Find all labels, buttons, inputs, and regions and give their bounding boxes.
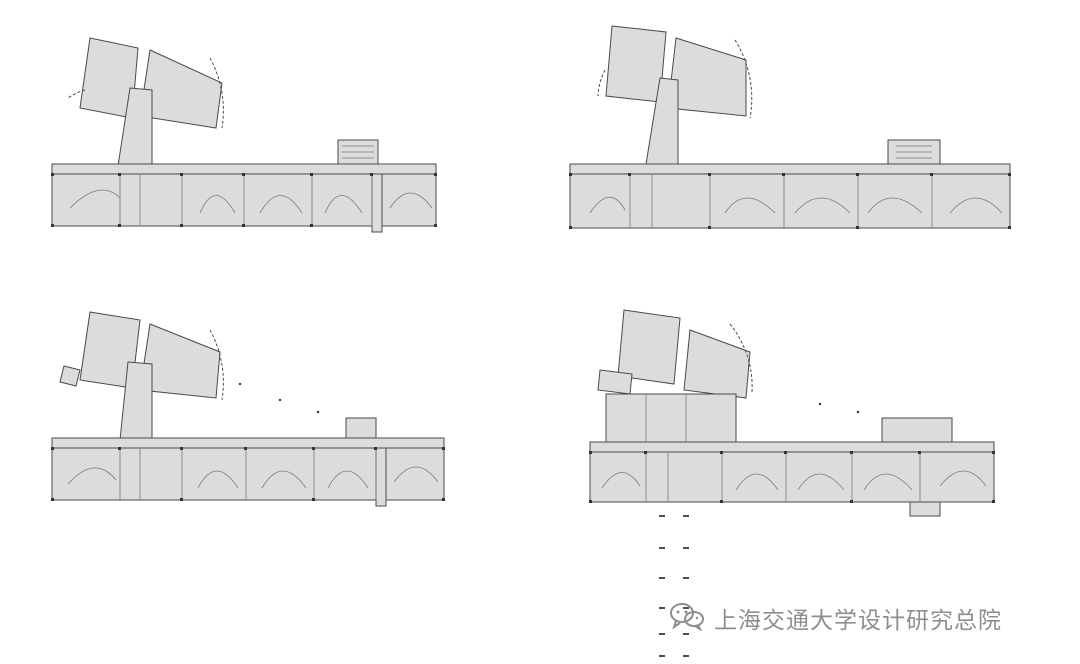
- floor-plan-bottom-left: [40, 302, 460, 512]
- floor-plan-top-right: [560, 18, 1020, 238]
- watermark: 上海交通大学设计研究总院: [668, 598, 1002, 638]
- floor-plan-bottom-right: [580, 302, 1010, 522]
- wechat-icon: [668, 601, 706, 635]
- watermark-text: 上海交通大学设计研究总院: [714, 608, 1002, 634]
- floor-plan-top-left: [40, 28, 450, 238]
- site-dash-lines: [655, 510, 705, 664]
